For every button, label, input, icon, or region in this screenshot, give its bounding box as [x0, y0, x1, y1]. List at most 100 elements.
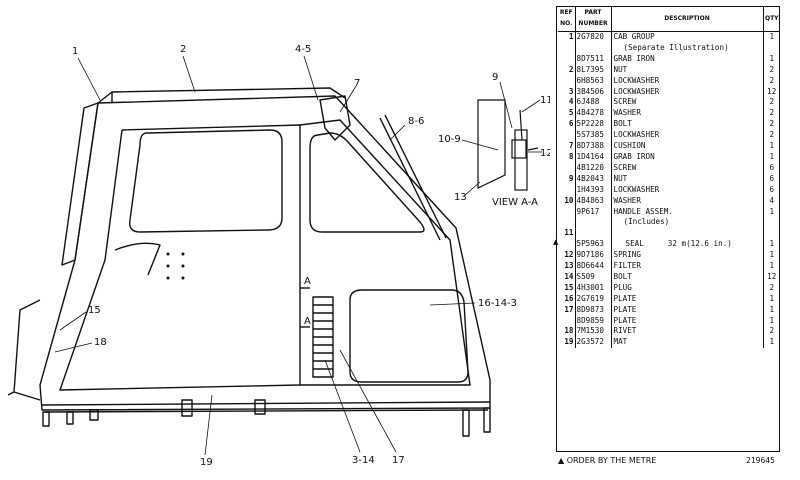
description-cell: GRAB IRON: [610, 53, 763, 65]
ref-cell: 3: [568, 86, 574, 96]
footer-note: ▲ ORDER BY THE METRE: [558, 456, 657, 465]
description-cell: BOLT: [610, 271, 763, 283]
qty-cell: [762, 228, 780, 240]
qty-cell: 2: [762, 130, 780, 142]
ref-cell: [558, 163, 575, 174]
callout-4-5: 4-5: [295, 44, 311, 55]
description-cell: MAT: [610, 337, 763, 349]
part-number-cell: 8D9859: [574, 315, 611, 327]
part-number-cell: 4B4278: [574, 108, 611, 120]
part-number-cell: 8D6644: [574, 261, 611, 272]
qty-cell: 12: [762, 271, 780, 283]
ref-cell: [558, 239, 575, 250]
ref-cell: [558, 130, 575, 141]
ref-cell: 14: [564, 271, 574, 281]
ref-cell: [558, 76, 575, 87]
mount-feet: [42, 399, 491, 437]
ref-cell: 18: [564, 326, 574, 336]
callout-3-14: 3-14: [352, 455, 375, 466]
door-frame: [299, 119, 471, 386]
callout-2: 2: [180, 44, 186, 55]
part-number-cell: 4B2043: [574, 173, 611, 185]
door-handle: [114, 242, 161, 276]
description-cell: WASHER: [610, 108, 763, 120]
qty-cell: 2: [762, 282, 780, 294]
seal-length: 32 m(12.6 in.): [667, 239, 732, 249]
part-number-cell: 8L7395: [574, 64, 611, 76]
description-cell: NUT: [610, 64, 763, 76]
ref-cell: [558, 43, 575, 54]
rear-window: [349, 289, 469, 383]
part-number-cell: [574, 228, 611, 240]
ref-cell: 5: [568, 108, 574, 118]
part-number-cell: 9D7186: [574, 250, 611, 262]
part-number-cell: 4H3001: [574, 282, 611, 294]
part-number-cell: 5P2228: [574, 119, 611, 131]
table-row: (Separate Illustration): [558, 42, 780, 54]
description-cell: [610, 228, 763, 240]
ref-cell: [558, 54, 575, 65]
part-number-cell: 5P5963: [574, 239, 611, 251]
qty-cell: 6: [762, 162, 780, 174]
callout-12: 12: [540, 148, 550, 159]
qty-cell: 4: [762, 195, 780, 207]
section-mark-a-bottom: A: [304, 316, 311, 327]
qty-cell: 1: [762, 141, 780, 152]
qty-cell: 12: [762, 86, 780, 98]
ref-cell: 4: [568, 97, 574, 107]
ref-cell: 8: [568, 151, 574, 161]
parts-table: REF NO. PART NUMBER DESCRIPTION QTY 1 2G7…: [558, 7, 780, 349]
qty-cell: 1: [762, 293, 780, 305]
header-part: PART NUMBER: [574, 7, 611, 32]
part-number-cell: 6H8563: [574, 75, 611, 87]
part-number-cell: 3B4506: [574, 86, 611, 98]
qty-cell: [762, 217, 780, 229]
ref-cell: 7: [568, 141, 574, 151]
part-number-cell: 4B1220: [574, 162, 611, 174]
description-cell: SCREW: [610, 97, 763, 109]
qty-cell: 2: [762, 97, 780, 109]
table-row: (Includes): [558, 217, 780, 229]
callout-8-6: 8-6: [408, 116, 424, 127]
description-cell: (Includes): [610, 217, 763, 229]
description-cell: (Separate Illustration): [610, 42, 763, 54]
description-cell: RIVET: [610, 326, 763, 338]
part-number-cell: 8D7388: [574, 141, 611, 152]
part-number-cell: 7M1530: [574, 326, 611, 338]
qty-cell: 1: [762, 151, 780, 163]
illustration-code: 219645: [746, 456, 775, 465]
qty-cell: 1: [762, 250, 780, 262]
ref-cell: 10: [564, 195, 574, 205]
callout-13: 13: [454, 192, 467, 203]
qty-cell: 1: [762, 31, 780, 43]
part-number-cell: S509: [574, 271, 611, 283]
qty-cell: 1: [762, 304, 780, 316]
description-cell: LOCKWASHER: [610, 130, 763, 142]
table-row: 11: [558, 228, 780, 240]
callout-11: 11: [540, 95, 550, 106]
ref-cell: 13: [564, 261, 574, 271]
part-number-cell: [574, 217, 611, 229]
qty-cell: 1: [762, 315, 780, 327]
qty-cell: 2: [762, 64, 780, 76]
parts-table-header: REF NO. PART NUMBER DESCRIPTION QTY: [558, 7, 780, 32]
part-number-cell: 2G7619: [574, 293, 611, 305]
description-cell: WASHER: [610, 195, 763, 207]
part-number-cell: 1H4393: [574, 184, 611, 196]
callout-18: 18: [94, 337, 107, 348]
cab-outline: [39, 95, 491, 411]
parts-list: REF NO. PART NUMBER DESCRIPTION QTY 1 2G7…: [558, 7, 780, 349]
description-cell: SPRING: [610, 250, 763, 262]
part-number-cell: 8D7511: [574, 53, 611, 65]
qty-cell: 1: [762, 239, 780, 251]
